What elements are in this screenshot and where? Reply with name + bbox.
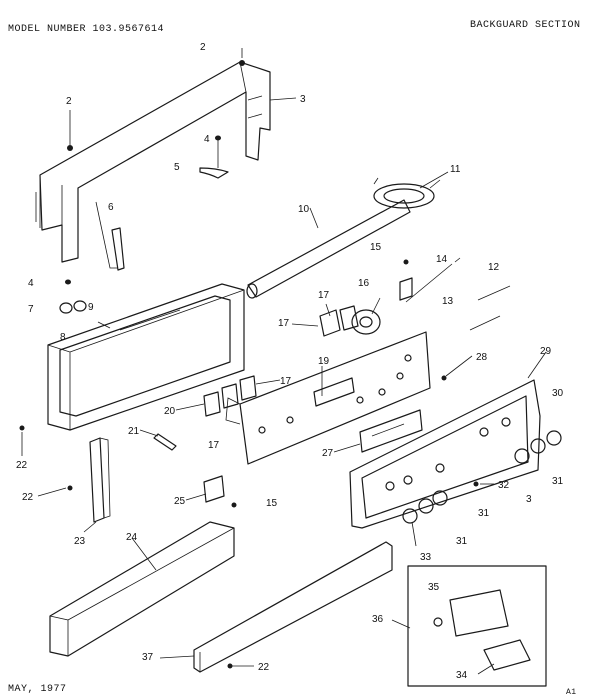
model-number: MODEL NUMBER 103.9567614 [8,24,165,35]
callout-29: 29 [540,346,552,357]
callout-6: 6 [108,202,114,213]
inset-box [407,565,547,687]
callout-2b: 2 [66,96,72,107]
part-backguard-bracket [35,48,271,263]
callout-35: 35 [428,582,440,593]
part-bottom-rail [193,541,393,673]
part-switches-lower [203,375,257,417]
callout-37: 37 [142,652,154,663]
part-pin [153,433,177,451]
callout-32: 32 [498,480,510,491]
callout-28: 28 [476,352,488,363]
callout-20: 20 [164,406,176,417]
callout-34: 34 [456,670,468,681]
part-knobs [402,430,562,524]
callout-17a: 17 [318,290,330,301]
part-control-panel [225,331,431,465]
callout-7: 7 [28,304,34,315]
callout-11: 11 [450,164,461,175]
callout-31b: 31 [478,508,490,519]
part-clock-motor [373,177,441,209]
callout-12: 12 [488,262,500,273]
leader-lines [21,97,547,675]
part-rear-panel [47,283,245,431]
callout-30: 30 [552,388,564,399]
part-switches-upper [319,277,413,337]
callout-24: 24 [126,532,138,543]
callout-22c: 22 [258,662,270,673]
callout-23: 23 [74,536,86,547]
callout-9: 9 [88,302,94,313]
callout-5: 5 [174,162,180,173]
part-clips-screws [59,135,229,314]
callout-31a: 31 [552,476,564,487]
part-wire-leads [405,257,511,331]
callout-14: 14 [436,254,448,265]
callout-2a: 2 [200,42,206,53]
callout-21: 21 [128,426,140,437]
section-title: BACKGUARD SECTION [470,20,581,31]
callout-3b: 3 [526,494,532,505]
callout-4a: 4 [204,134,210,145]
callout-27: 27 [322,448,334,459]
callout-17b: 17 [278,318,290,329]
callout-16: 16 [358,278,370,289]
part-lower-trim [49,521,235,657]
callout-36: 36 [372,614,384,625]
callout-15a: 15 [370,242,382,253]
callout-33: 33 [420,552,432,563]
callout-22a: 22 [16,460,28,471]
callout-17c: 17 [280,376,292,387]
callout-8: 8 [60,332,66,343]
part-front-trim [349,379,541,529]
callout-15b: 15 [266,498,278,509]
callout-25: 25 [174,496,186,507]
part-timer-plate [359,409,423,453]
part-side-bracket [89,437,111,523]
callout-22b: 22 [22,492,34,503]
footer-date: MAY, 1977 [8,684,67,695]
callout-19: 19 [318,356,330,367]
callout-labels: 2 2 3 4 4 5 6 7 8 9 10 11 12 13 14 15 15… [16,42,564,681]
callout-13: 13 [442,296,454,307]
part-rod [246,199,411,299]
callout-17d: 17 [208,440,220,451]
callout-10: 10 [298,204,310,215]
footer-page-mark: A1 [566,688,577,697]
callout-31c: 31 [456,536,468,547]
part-plate [203,475,225,503]
callout-4b: 4 [28,278,34,289]
callout-3: 3 [300,94,306,105]
fasteners [19,259,479,669]
